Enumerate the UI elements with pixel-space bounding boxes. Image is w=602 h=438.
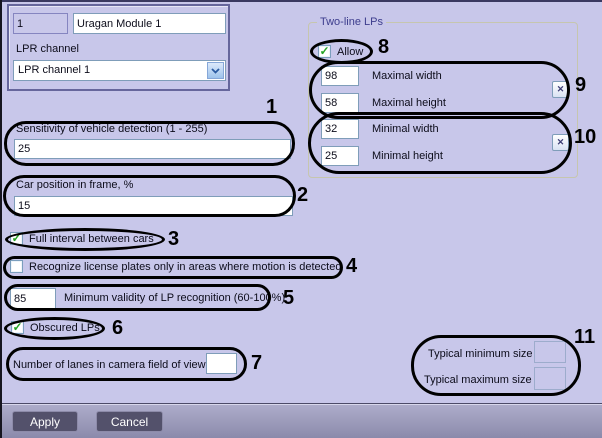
car-position-field[interactable]: [14, 196, 293, 216]
lanes-label: Number of lanes in camera field of view: [13, 359, 206, 371]
lanes-field[interactable]: [206, 353, 237, 374]
two-line-lps-group-title: Two-line LPs: [317, 16, 386, 28]
lpr-channel-select[interactable]: LPR channel 1: [13, 60, 226, 81]
callout-number-4: 4: [346, 255, 358, 277]
callout-number-10: 10: [574, 126, 597, 148]
footer-bar: Apply Cancel: [0, 403, 602, 438]
window-top-edge: [0, 0, 602, 2]
check-icon: ✓: [11, 231, 22, 245]
sensitivity-label: Sensitivity of vehicle detection (1 - 25…: [16, 123, 208, 135]
callout-number-9: 9: [575, 74, 587, 96]
minimal-width-field[interactable]: [321, 119, 359, 139]
typical-minimum-size-field[interactable]: [534, 341, 566, 363]
callout-number-5: 5: [283, 287, 295, 309]
maximal-width-label: Maximal width: [372, 70, 442, 82]
cancel-button[interactable]: Cancel: [96, 411, 163, 432]
x-box-icon: ✕: [556, 137, 565, 147]
callout-number-2: 2: [297, 184, 309, 206]
maximal-width-field[interactable]: [321, 66, 359, 86]
maximal-height-field[interactable]: [321, 93, 359, 113]
maximal-size-area-button[interactable]: ✕: [552, 81, 569, 98]
apply-button[interactable]: Apply: [12, 411, 78, 432]
callout-number-6: 6: [112, 317, 124, 339]
allow-label: Allow: [337, 46, 364, 58]
maximal-height-label: Maximal height: [372, 97, 446, 109]
full-interval-checkbox[interactable]: ✓: [10, 232, 23, 245]
min-validity-field[interactable]: [10, 288, 56, 309]
obscured-lps-label: Obscured LPs: [30, 322, 100, 334]
callout-number-7: 7: [251, 352, 263, 374]
min-validity-label: Minimum validity of LP recognition (60-1…: [64, 292, 286, 304]
car-position-label: Car position in frame, %: [16, 179, 134, 191]
module-name-field[interactable]: [73, 13, 226, 34]
module-id-field[interactable]: [13, 13, 68, 34]
motion-only-checkbox[interactable]: [10, 260, 23, 273]
typical-maximum-size-field[interactable]: [534, 367, 566, 390]
motion-only-label: Recognize license plates only in areas w…: [29, 261, 342, 273]
window-left-edge: [0, 0, 2, 438]
callout-number-11: 11: [574, 326, 596, 348]
callout-number-1: 1: [266, 96, 278, 118]
chevron-down-icon[interactable]: [207, 62, 224, 79]
lpr-channel-label: LPR channel: [16, 43, 79, 55]
minimal-height-label: Minimal height: [372, 150, 443, 162]
allow-checkbox[interactable]: ✓: [318, 45, 331, 58]
callout-number-8: 8: [378, 36, 390, 58]
lpr-channel-selected-value: LPR channel 1: [18, 64, 91, 76]
obscured-lps-checkbox[interactable]: ✓: [11, 321, 24, 334]
check-icon: ✓: [12, 320, 23, 334]
two-line-lps-group: Two-line LPs: [308, 16, 578, 178]
callout-number-3: 3: [168, 228, 180, 250]
typical-maximum-size-label: Typical maximum size: [424, 374, 532, 386]
typical-minimum-size-label: Typical minimum size: [428, 348, 533, 360]
full-interval-label: Full interval between cars: [29, 233, 154, 245]
minimal-height-field[interactable]: [321, 146, 359, 166]
minimal-size-area-button[interactable]: ✕: [552, 134, 569, 151]
minimal-width-label: Minimal width: [372, 123, 439, 135]
module-panel: LPR channel LPR channel 1: [7, 4, 230, 91]
check-icon: ✓: [319, 44, 330, 58]
x-box-icon: ✕: [556, 84, 565, 94]
sensitivity-field[interactable]: [14, 139, 291, 159]
